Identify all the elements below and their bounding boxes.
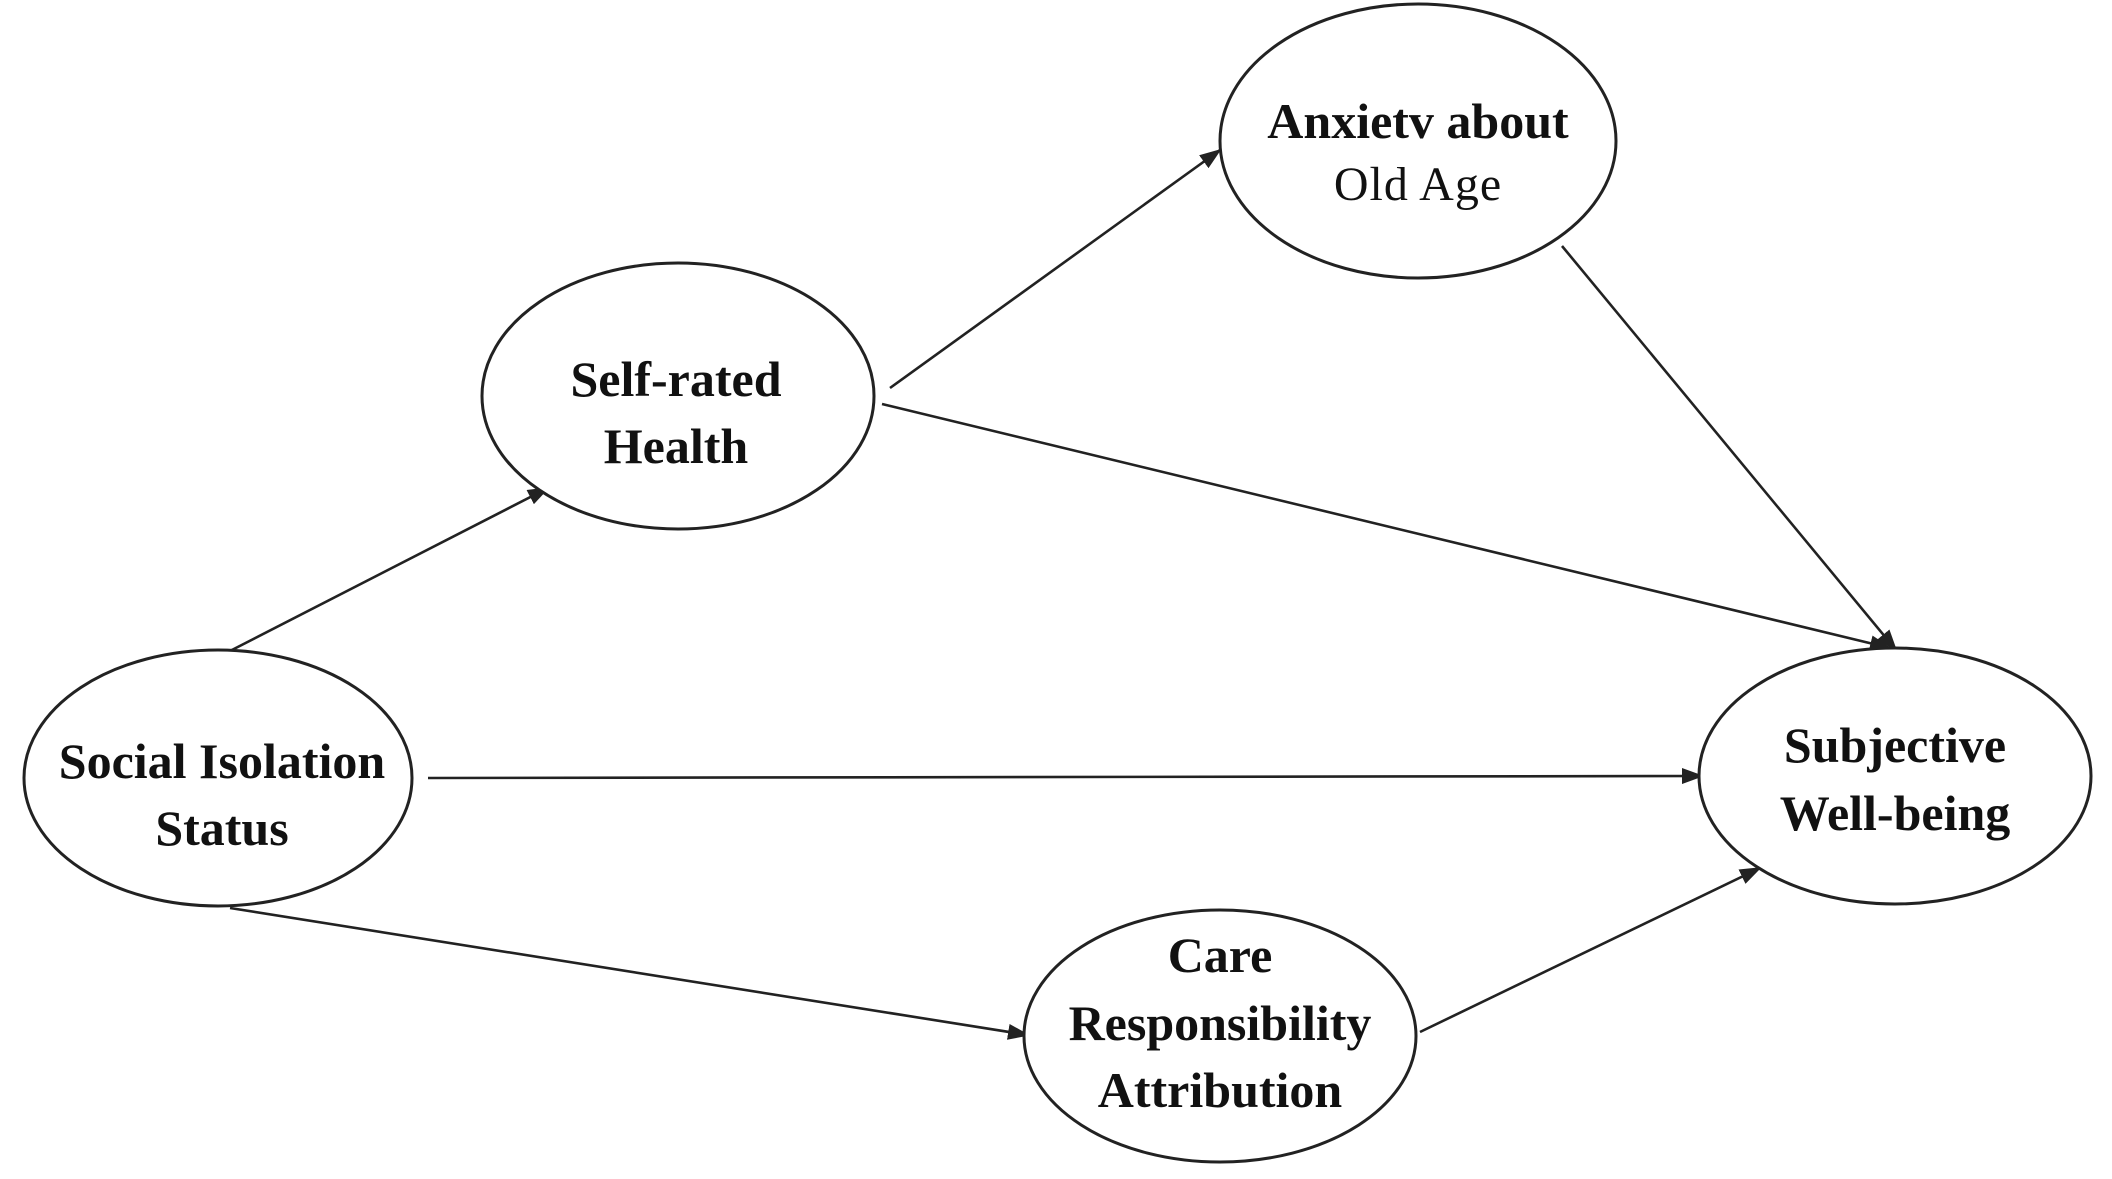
edge-care-to-wellbeing	[1419, 866, 1762, 1034]
edge-health-to-anxiety	[889, 148, 1222, 390]
edge-isolation-to-health	[227, 486, 550, 654]
edge-health-to-wellbeing	[881, 402, 1892, 652]
node-self-rated-health-line2: Health	[604, 418, 749, 474]
node-social-isolation-line2: Status	[155, 800, 288, 856]
node-subjective-wellbeing-line1: Subjective	[1784, 717, 2006, 773]
node-social-isolation-line1: Social Isolation	[59, 733, 386, 789]
node-care-responsibility-line3: Attribution	[1098, 1062, 1343, 1118]
node-social-isolation: Social Isolation Status	[22, 648, 414, 908]
node-care-responsibility: Care Responsibility Attribution	[1022, 908, 1418, 1164]
node-anxiety-old-age-line1: Anxietv about	[1267, 93, 1569, 149]
edge-isolation-to-wellbeing	[427, 768, 1704, 785]
node-self-rated-health: Self-rated Health	[480, 261, 876, 531]
node-subjective-wellbeing-line2: Well-being	[1780, 785, 2011, 841]
node-anxiety-old-age-line2: Old Age	[1334, 158, 1502, 211]
node-self-rated-health-line1: Self-rated	[570, 351, 781, 407]
edges-group	[227, 148, 1898, 1040]
edge-anxiety-to-wellbeing	[1560, 245, 1898, 652]
node-subjective-wellbeing: Subjective Well-being	[1697, 646, 2093, 906]
node-care-responsibility-line1: Care	[1168, 927, 1273, 983]
node-anxiety-old-age: Anxietv about Old Age	[1218, 2, 1618, 280]
edge-isolation-to-care	[229, 906, 1030, 1040]
node-care-responsibility-line2: Responsibility	[1069, 995, 1372, 1051]
